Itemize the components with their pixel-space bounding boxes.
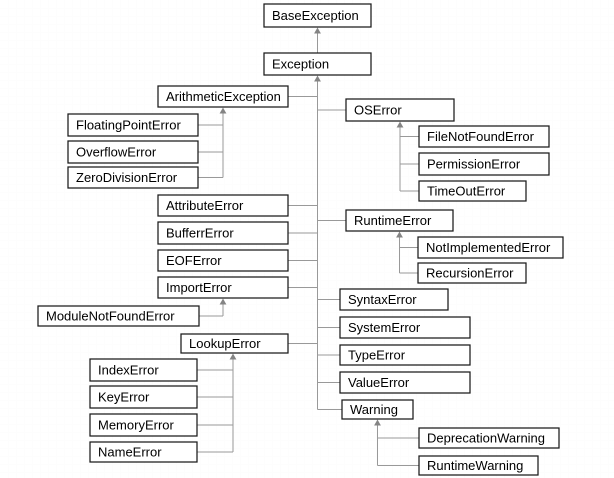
svg-text:NotImplementedError: NotImplementedError [426, 240, 551, 255]
svg-text:RuntimeWarning: RuntimeWarning [427, 458, 523, 473]
svg-text:ZeroDivisionError: ZeroDivisionError [76, 170, 178, 185]
svg-text:EOFError: EOFError [166, 253, 222, 268]
svg-text:OSError: OSError [354, 103, 402, 118]
svg-text:LookupError: LookupError [189, 336, 261, 351]
svg-text:PermissionError: PermissionError [427, 157, 521, 172]
svg-text:NameError: NameError [98, 445, 162, 460]
svg-text:MemoryError: MemoryError [98, 418, 175, 433]
svg-text:TimeOutError: TimeOutError [427, 184, 506, 199]
svg-text:Exception: Exception [272, 57, 329, 72]
svg-text:BufferrError: BufferrError [166, 226, 234, 241]
svg-text:DeprecationWarning: DeprecationWarning [427, 431, 545, 446]
svg-text:TypeError: TypeError [348, 348, 406, 363]
svg-text:IndexError: IndexError [98, 363, 159, 378]
svg-text:ImportError: ImportError [166, 280, 232, 295]
svg-text:RuntimeError: RuntimeError [354, 213, 432, 228]
svg-text:FileNotFoundError: FileNotFoundError [427, 129, 535, 144]
svg-text:SystemError: SystemError [348, 320, 421, 335]
svg-text:OverflowError: OverflowError [76, 145, 157, 160]
svg-text:AttributeError: AttributeError [166, 198, 244, 213]
svg-text:RecursionError: RecursionError [426, 266, 514, 281]
svg-text:KeyError: KeyError [98, 390, 150, 405]
svg-text:ValueError: ValueError [348, 375, 410, 390]
svg-text:FloatingPointError: FloatingPointError [76, 118, 181, 133]
svg-text:Warning: Warning [350, 402, 398, 417]
svg-text:BaseException: BaseException [272, 8, 359, 23]
svg-text:ModuleNotFoundError: ModuleNotFoundError [46, 309, 175, 324]
svg-text:SyntaxError: SyntaxError [348, 292, 417, 307]
svg-text:ArithmeticException: ArithmeticException [166, 89, 281, 104]
